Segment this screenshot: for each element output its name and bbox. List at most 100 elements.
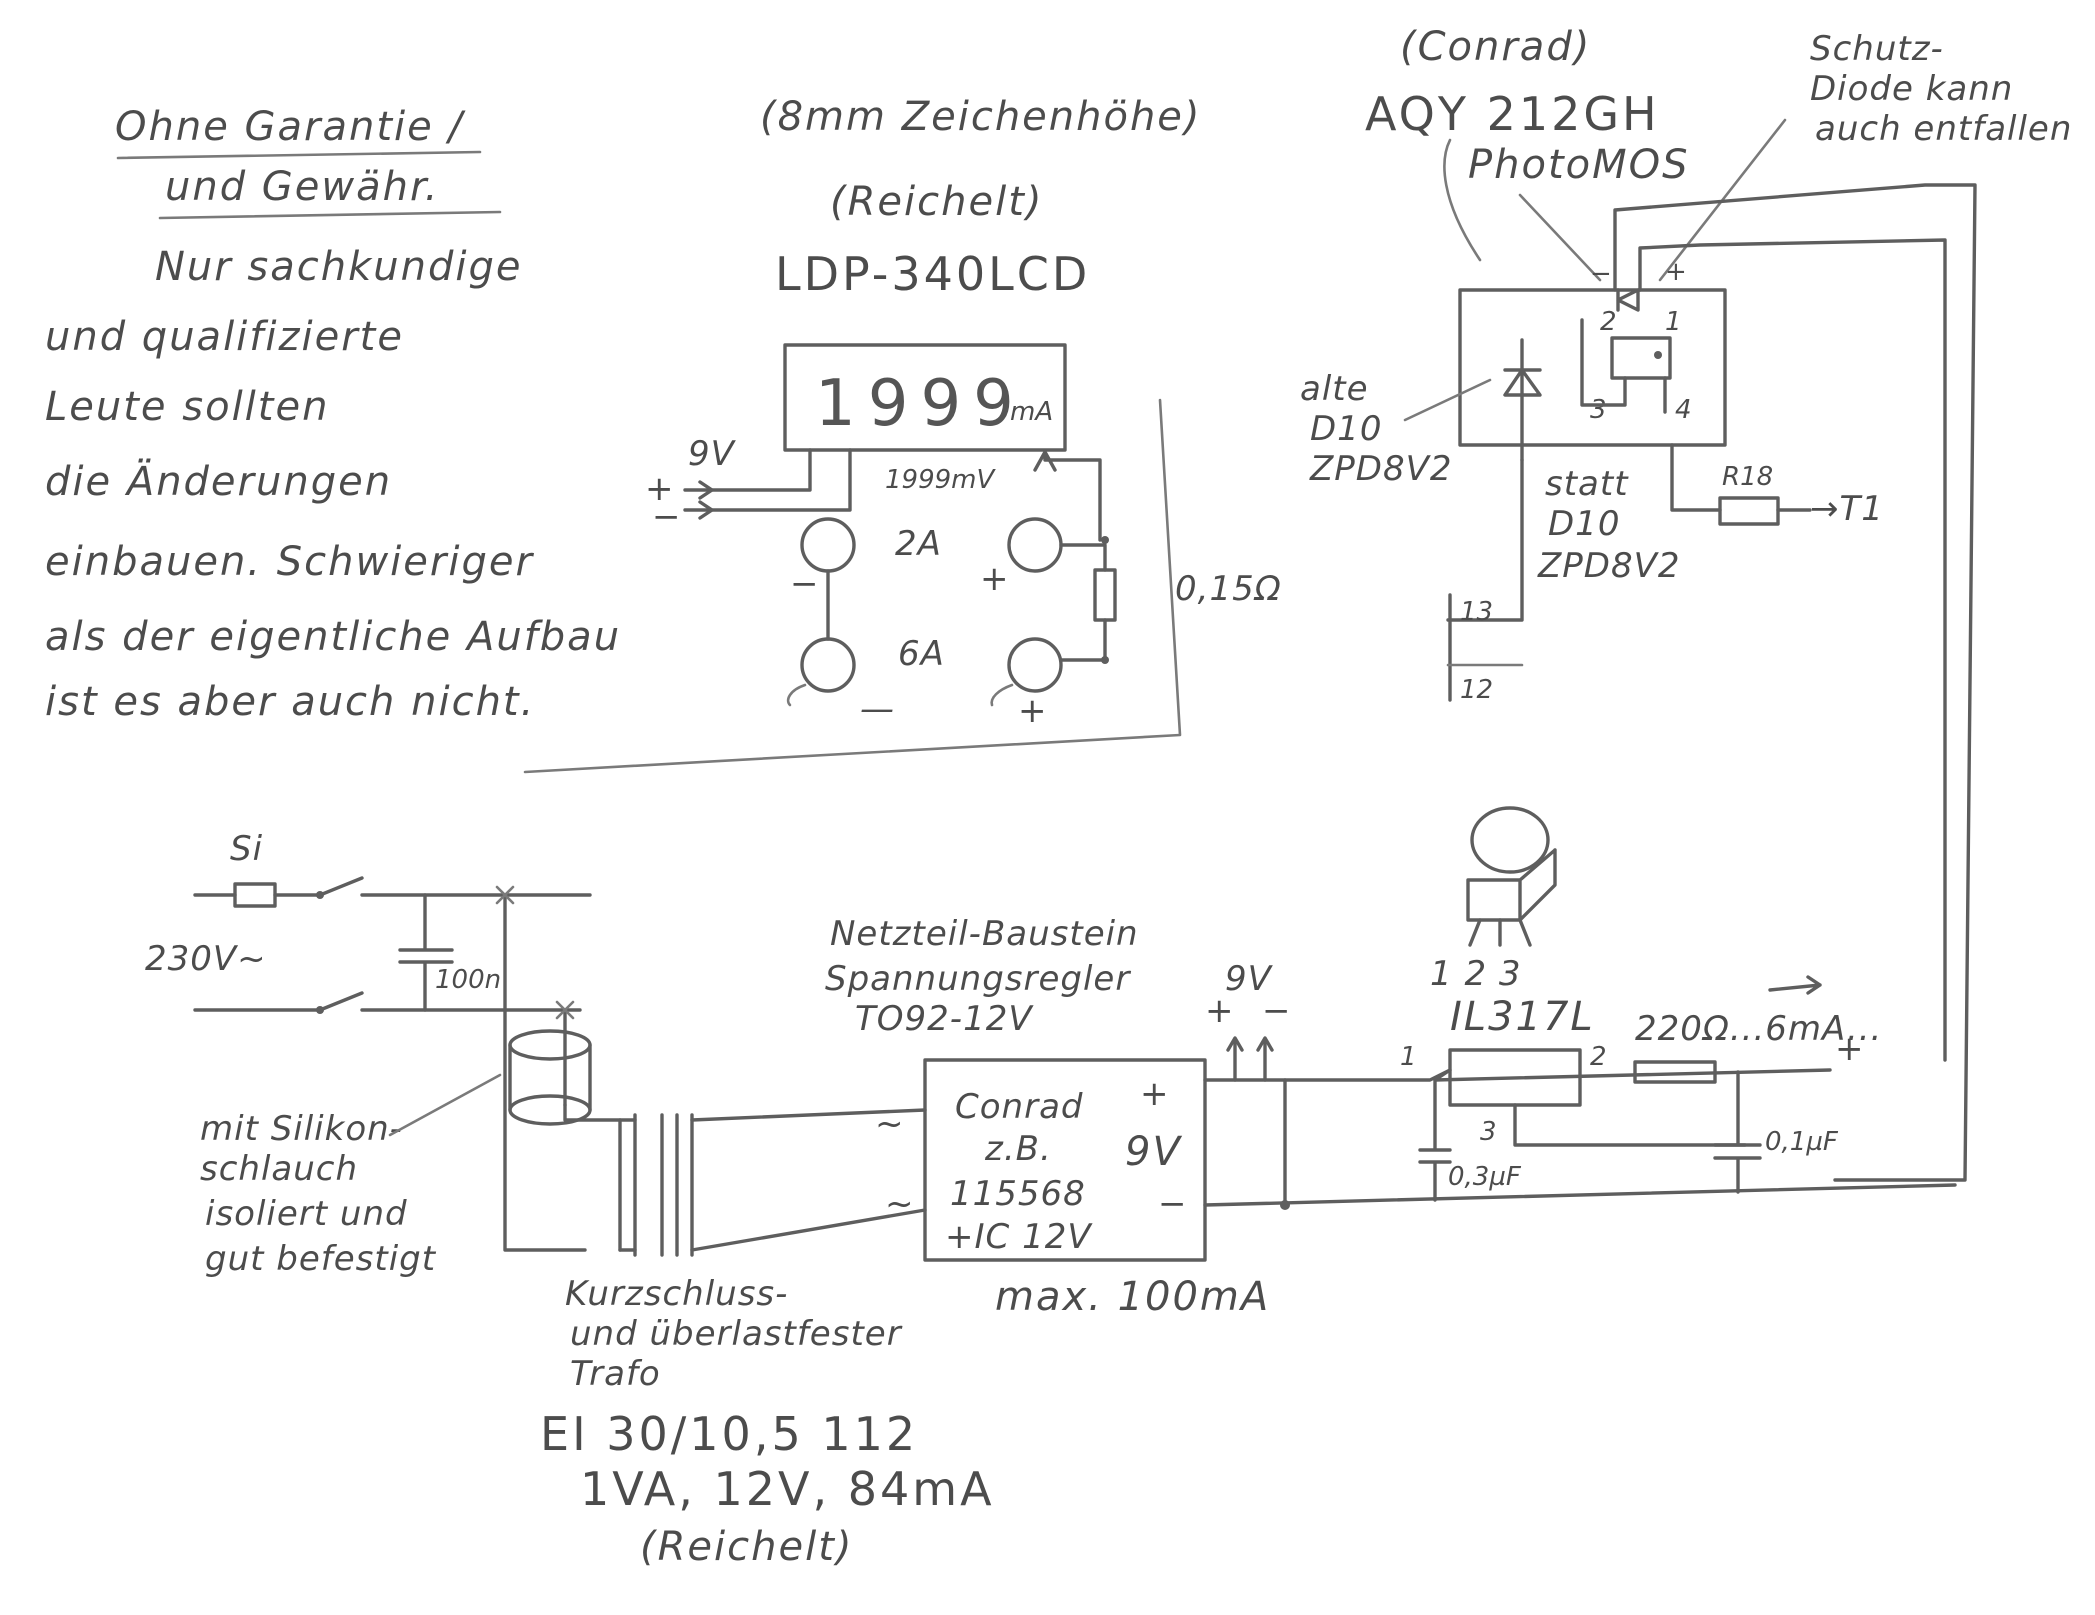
protection-diode xyxy=(1616,288,1640,312)
psu-brand: Conrad xyxy=(955,1087,1084,1127)
disclaimer-line-2: und Gewähr. xyxy=(165,164,439,210)
cut-marks xyxy=(495,885,575,1020)
new-part-3: ZPD8V2 xyxy=(1537,546,1681,586)
relay-pin-minus: − xyxy=(1590,259,1612,289)
r18-label: R18 xyxy=(1722,462,1773,492)
shunt-wires xyxy=(1059,543,1107,662)
disclaimer-underline-1 xyxy=(116,150,482,160)
to92-pinout: 1 2 3 xyxy=(1430,954,1522,994)
psu-out-voltage: 9V xyxy=(1225,959,1274,999)
jack-minus-bottom: — xyxy=(860,689,895,729)
mains-section: Si 230V~ 100n mit Silikon- schlauch isol… xyxy=(145,829,592,1279)
jack-plus-bottom: + xyxy=(1018,691,1048,731)
zener-diode xyxy=(1503,338,1542,462)
relay-pointer xyxy=(1443,138,1482,262)
psu-voltage: 9V xyxy=(1125,1129,1182,1175)
display-range-label: 1999mV xyxy=(885,465,996,495)
photomos-pin1-dot xyxy=(1654,351,1662,359)
relay-type: PhotoMOS xyxy=(1468,142,1690,188)
relay-pin2: 2 xyxy=(1600,307,1617,337)
trafo-model: EI 30/10,5 112 xyxy=(540,1407,918,1461)
insulation-pointer xyxy=(388,1073,502,1137)
display-supply-voltage: 9V xyxy=(688,434,737,474)
range-2a-label: 2A xyxy=(895,524,942,564)
shunt-value: 0,15Ω xyxy=(1175,569,1282,609)
connector-pin-12: 12 xyxy=(1460,675,1493,705)
switch-pivot-bottom xyxy=(316,1006,324,1014)
new-part-2: D10 xyxy=(1548,504,1620,544)
disclaimer-line-9: ist es aber auch nicht. xyxy=(45,679,535,725)
shunt-node-top xyxy=(1101,536,1109,544)
psu-ac-1: ~ xyxy=(875,1104,905,1144)
trafo-rating: 1VA, 12V, 84mA xyxy=(580,1462,995,1516)
trafo-note-1: Kurzschluss- xyxy=(565,1274,788,1314)
jack-2a-right xyxy=(1007,517,1063,573)
psu-section: Netzteil-Baustein Spannungsregler TO92-1… xyxy=(825,914,1957,1320)
display-supplier: (Reichelt) xyxy=(830,179,1043,225)
relay-pin1: 1 xyxy=(1665,307,1682,337)
regulator-out-plus: + xyxy=(1835,1029,1865,1069)
trafo-note-3: Trafo xyxy=(570,1354,661,1394)
relay-part: AQY 212GH xyxy=(1365,87,1660,141)
transformer-section: Kurzschluss- und überlastfester Trafo EI… xyxy=(540,1103,995,1570)
psu-test-leads xyxy=(1233,1038,1267,1082)
current-arrow xyxy=(1768,975,1822,995)
disclaimer-line-5: Leute sollten xyxy=(45,384,329,430)
regulator-pin1: 1 xyxy=(1400,1042,1417,1072)
display-board-outline xyxy=(523,398,1182,774)
photomos-traces xyxy=(1580,318,1667,414)
trafo-note-2: und überlastfester xyxy=(570,1314,903,1354)
lcd-unit: mA xyxy=(1010,397,1053,427)
psu-note-3: TO92-12V xyxy=(855,999,1034,1039)
jack-6a-right xyxy=(1007,637,1063,693)
x-capacitor-label: 100n xyxy=(435,965,501,995)
trafo-core xyxy=(633,1113,694,1257)
insulation-note-3: isoliert und xyxy=(205,1194,408,1234)
disclaimer-line-4: und qualifizierte xyxy=(45,314,404,360)
relay-return-wire xyxy=(1638,238,1947,1062)
insulation-sleeve-sides xyxy=(508,1043,592,1112)
photomos-chip xyxy=(1610,336,1672,380)
cap-out-label: 0,1µF xyxy=(1765,1127,1839,1157)
to92-top xyxy=(1470,806,1550,874)
psu-order-no: 115568 xyxy=(950,1174,1086,1214)
switch-pivot-top xyxy=(316,891,324,899)
jack-minus-top: − xyxy=(790,564,820,604)
mains-switch-bottom xyxy=(193,991,582,1012)
insulation-sleeve-top xyxy=(508,1029,592,1061)
r18-wire xyxy=(1670,443,1722,512)
display-supply-arrows xyxy=(698,480,714,520)
photomos-pointer xyxy=(1518,193,1602,282)
psu-max-current: max. 100mA xyxy=(995,1274,1270,1320)
relay-pin3: 3 xyxy=(1590,395,1607,425)
disclaimer-line-7: einbauen. Schwieriger xyxy=(45,539,534,585)
display-model: LDP-340LCD xyxy=(775,247,1090,301)
old-part-1: alte xyxy=(1300,369,1369,409)
diode-note-2: Diode kann xyxy=(1810,69,2013,109)
disclaimer-line-1: Ohne Garantie / xyxy=(115,104,466,150)
psu-note-2: Spannungsregler xyxy=(825,959,1131,999)
jack-left-lead xyxy=(786,683,807,707)
psu-module xyxy=(923,1058,1207,1262)
psu-minus: − xyxy=(1158,1184,1188,1224)
relay-pin-plus: + xyxy=(1665,257,1687,287)
cap-out xyxy=(1713,1070,1762,1194)
trafo-primary-lead xyxy=(563,1103,622,1252)
series-resistor-label: 220Ω...6mA... xyxy=(1635,1009,1882,1049)
relay-pin4: 4 xyxy=(1675,395,1692,425)
display-char-height-note: (8mm Zeichenhöhe) xyxy=(760,94,1202,140)
mains-switch-top xyxy=(318,876,592,897)
range-6a-label: 6A xyxy=(898,634,945,674)
fuse-symbol xyxy=(233,882,277,908)
disclaimer-line-8: als der eigentliche Aufbau xyxy=(45,614,621,660)
old-part-2: D10 xyxy=(1310,409,1382,449)
diode-note-1: Schutz- xyxy=(1810,29,1944,69)
regulator-pin2: 2 xyxy=(1590,1042,1607,1072)
psu-ac-2: ~ xyxy=(885,1184,915,1224)
relay-supplier: (Conrad) xyxy=(1400,24,1591,70)
display-supply-wires xyxy=(683,448,852,512)
lcd-window xyxy=(783,343,1067,452)
connector-pin-13: 13 xyxy=(1460,597,1493,627)
insulation-note-2: schlauch xyxy=(200,1149,358,1189)
